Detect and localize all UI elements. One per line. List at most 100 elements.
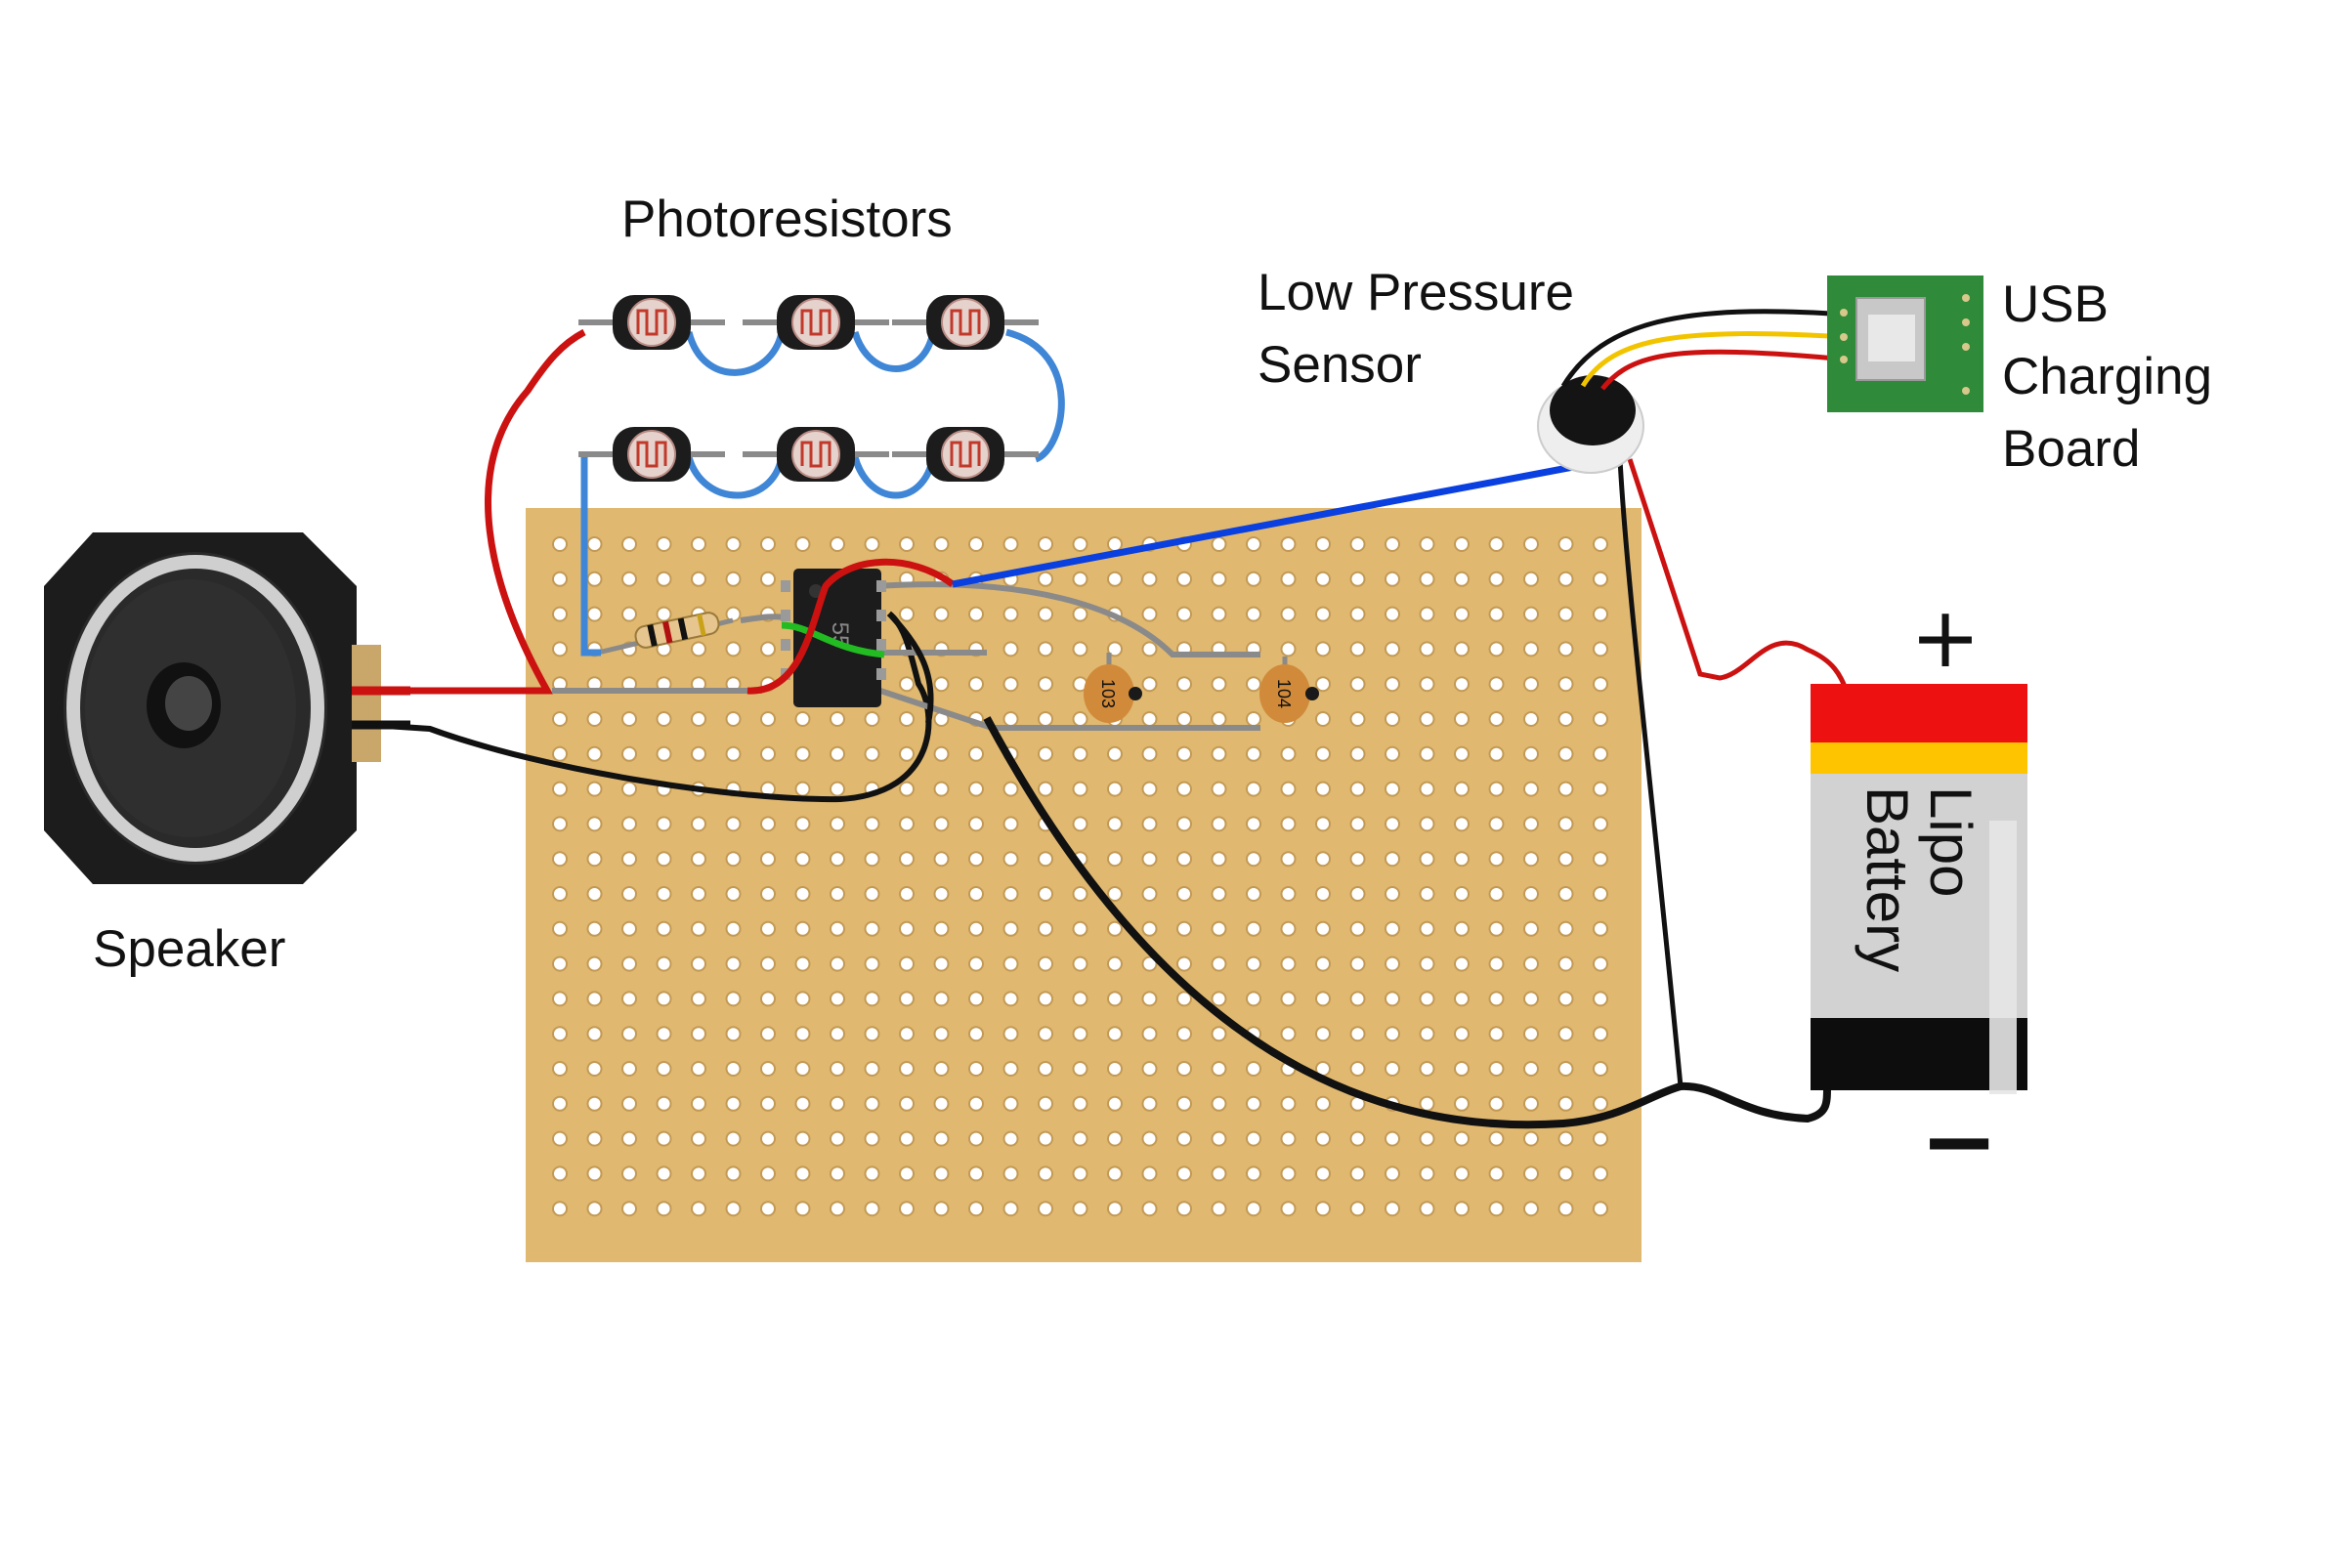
perfboard-hole (968, 1026, 984, 1042)
perfboard-hole (1385, 781, 1400, 797)
perfboard-hole (1002, 676, 1019, 693)
perfboard-hole (1107, 1061, 1123, 1077)
perfboard-hole (1280, 606, 1297, 622)
perfboard-hole (1246, 676, 1261, 693)
perfboard-hole (656, 571, 672, 587)
perfboard-hole (830, 1130, 845, 1147)
perfboard-hole (1315, 781, 1331, 797)
perfboard-hole (830, 536, 845, 552)
perfboard-hole (552, 886, 568, 902)
perfboard-hole (1176, 1095, 1192, 1112)
perfboard-hole (1107, 955, 1123, 972)
perfboard-hole (968, 1061, 984, 1077)
perfboard-hole (968, 536, 984, 552)
perfboard-hole (1176, 745, 1192, 762)
perfboard-hole (794, 1165, 811, 1182)
perfboard-hole (586, 745, 603, 762)
perfboard-hole (1454, 1201, 1470, 1217)
speaker (44, 532, 410, 884)
perfboard-hole (1349, 571, 1366, 587)
wire-lightblue-down (580, 457, 601, 657)
perfboard-hole (1038, 1201, 1053, 1217)
perfboard-hole (552, 1026, 568, 1042)
perfboard-hole (830, 781, 845, 797)
perfboard-hole (621, 955, 637, 972)
perfboard-hole (760, 1165, 776, 1182)
perfboard-hole (968, 920, 984, 937)
perfboard-hole (1557, 536, 1574, 552)
perfboard-hole (760, 1201, 776, 1217)
perfboard-hole (691, 711, 706, 727)
perfboard-hole (1246, 955, 1261, 972)
perfboard-hole (552, 571, 568, 587)
perfboard-hole (1176, 606, 1192, 622)
perfboard-hole (1385, 1130, 1400, 1147)
perfboard-hole (1419, 920, 1435, 937)
perfboard-hole (621, 1165, 637, 1182)
perfboard-hole (1454, 676, 1470, 693)
perfboard-hole (760, 1061, 776, 1077)
photoresistor (892, 427, 1039, 482)
perfboard-hole (1038, 1165, 1053, 1182)
wire-lightblue-top-2 (851, 330, 937, 372)
perfboard-hole (1523, 606, 1539, 622)
perfboard-hole (1454, 781, 1470, 797)
chip-pin (781, 639, 790, 651)
perfboard-hole (899, 606, 915, 622)
perfboard-hole (1038, 536, 1053, 552)
perfboard-hole (1038, 955, 1053, 972)
perfboard-hole (830, 886, 845, 902)
perfboard-hole (1072, 1201, 1088, 1217)
perfboard-hole (1038, 641, 1053, 657)
perfboard-hole (760, 745, 776, 762)
perfboard-hole (1141, 886, 1158, 902)
perfboard-hole (1246, 571, 1261, 587)
perfboard-hole (933, 851, 950, 868)
perfboard-hole (1593, 536, 1608, 552)
perfboard-hole (1246, 536, 1261, 552)
perfboard-hole (725, 955, 742, 972)
perfboard-hole (1488, 641, 1505, 657)
perfboard-hole (656, 711, 672, 727)
perfboard-hole (725, 1130, 742, 1147)
perfboard-hole (830, 711, 845, 727)
perfboard-hole (1072, 711, 1088, 727)
perfboard-hole (760, 920, 776, 937)
chip-pin (876, 639, 886, 651)
perfboard-hole (760, 851, 776, 868)
perfboard-hole (1211, 1095, 1227, 1112)
perfboard-hole (621, 536, 637, 552)
perfboard-hole (933, 1095, 950, 1112)
perfboard-hole (586, 816, 603, 832)
perfboard-hole (1211, 1061, 1227, 1077)
capacitor-103: 103 (1084, 653, 1142, 723)
perfboard-hole (1141, 1201, 1158, 1217)
photoresistors-label: Photoresistors (621, 191, 953, 248)
perfboard-hole (968, 1130, 984, 1147)
perfboard-hole (1211, 851, 1227, 868)
perfboard-hole (794, 781, 811, 797)
perfboard-hole (794, 1061, 811, 1077)
perfboard-hole (691, 1130, 706, 1147)
perfboard-hole (1454, 641, 1470, 657)
perfboard-hole (794, 711, 811, 727)
perfboard-hole (1038, 886, 1053, 902)
perfboard-hole (933, 920, 950, 937)
perfboard-hole (691, 920, 706, 937)
perfboard-hole (1523, 991, 1539, 1007)
perfboard-hole (794, 991, 811, 1007)
perfboard-hole (621, 851, 637, 868)
perfboard-hole (1002, 920, 1019, 937)
perfboard-hole (1454, 571, 1470, 587)
perfboard-hole (864, 851, 880, 868)
perfboard-hole (1349, 991, 1366, 1007)
perfboard-hole (1246, 816, 1261, 832)
perfboard-hole (760, 641, 776, 657)
perfboard-hole (1072, 886, 1088, 902)
photoresistor (578, 295, 725, 350)
pressure-sensor (1537, 375, 1644, 474)
perfboard-hole (552, 745, 568, 762)
perfboard-hole (1488, 955, 1505, 972)
perfboard-hole (1107, 851, 1123, 868)
perfboard-hole (552, 536, 568, 552)
